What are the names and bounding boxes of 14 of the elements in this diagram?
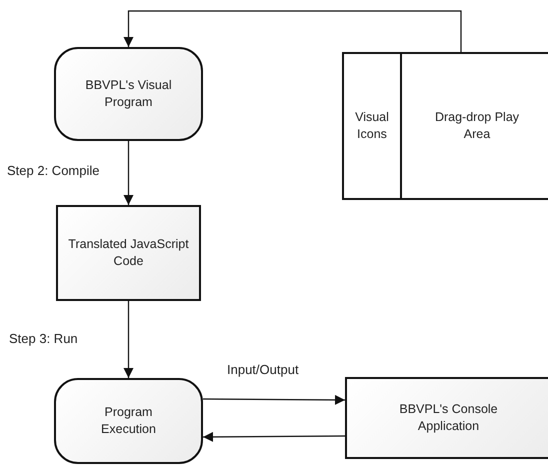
process-box (56, 205, 201, 301)
node-text: Drag-drop Play Area (434, 109, 520, 143)
node-text: Visual Icons (354, 109, 390, 143)
panel-box (342, 52, 548, 200)
edge-label: Step 3: Run (9, 331, 78, 346)
edge-label: Input/Output (227, 362, 299, 377)
node-text: Translated JavaScript Code (67, 236, 190, 270)
node-text: Program Execution (100, 404, 157, 438)
rounded-process-box (54, 47, 203, 141)
node-text: BBVPL's Visual Program (84, 77, 173, 111)
edge-label: Step 2: Compile (7, 163, 100, 178)
rounded-process-box (54, 378, 203, 464)
node-text: BBVPL's Console Application (398, 401, 499, 435)
process-box (345, 377, 548, 459)
